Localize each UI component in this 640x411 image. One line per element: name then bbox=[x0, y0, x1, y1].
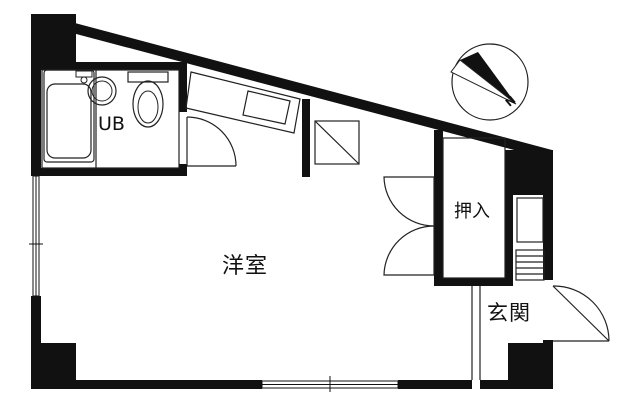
north-compass-icon bbox=[450, 43, 529, 121]
fridge-space bbox=[314, 120, 360, 165]
pillars bbox=[31, 14, 553, 389]
room-label-closet: 押入 bbox=[454, 201, 490, 222]
room-label-unit-bath: UB bbox=[98, 113, 125, 135]
shoe-storage bbox=[515, 197, 545, 281]
left-window bbox=[29, 175, 43, 297]
entrance-door bbox=[552, 285, 610, 342]
bottom-window bbox=[261, 376, 399, 392]
kitchen-partition bbox=[302, 99, 310, 177]
kitchen-counter bbox=[185, 71, 301, 134]
closet-doors bbox=[383, 176, 435, 276]
bath-unit bbox=[41, 62, 187, 176]
closet bbox=[434, 130, 513, 286]
room-label-western-room: 洋室 bbox=[222, 254, 269, 279]
room-label-entrance: 玄関 bbox=[487, 301, 531, 325]
bath-door bbox=[186, 116, 237, 167]
entrance bbox=[471, 286, 481, 380]
